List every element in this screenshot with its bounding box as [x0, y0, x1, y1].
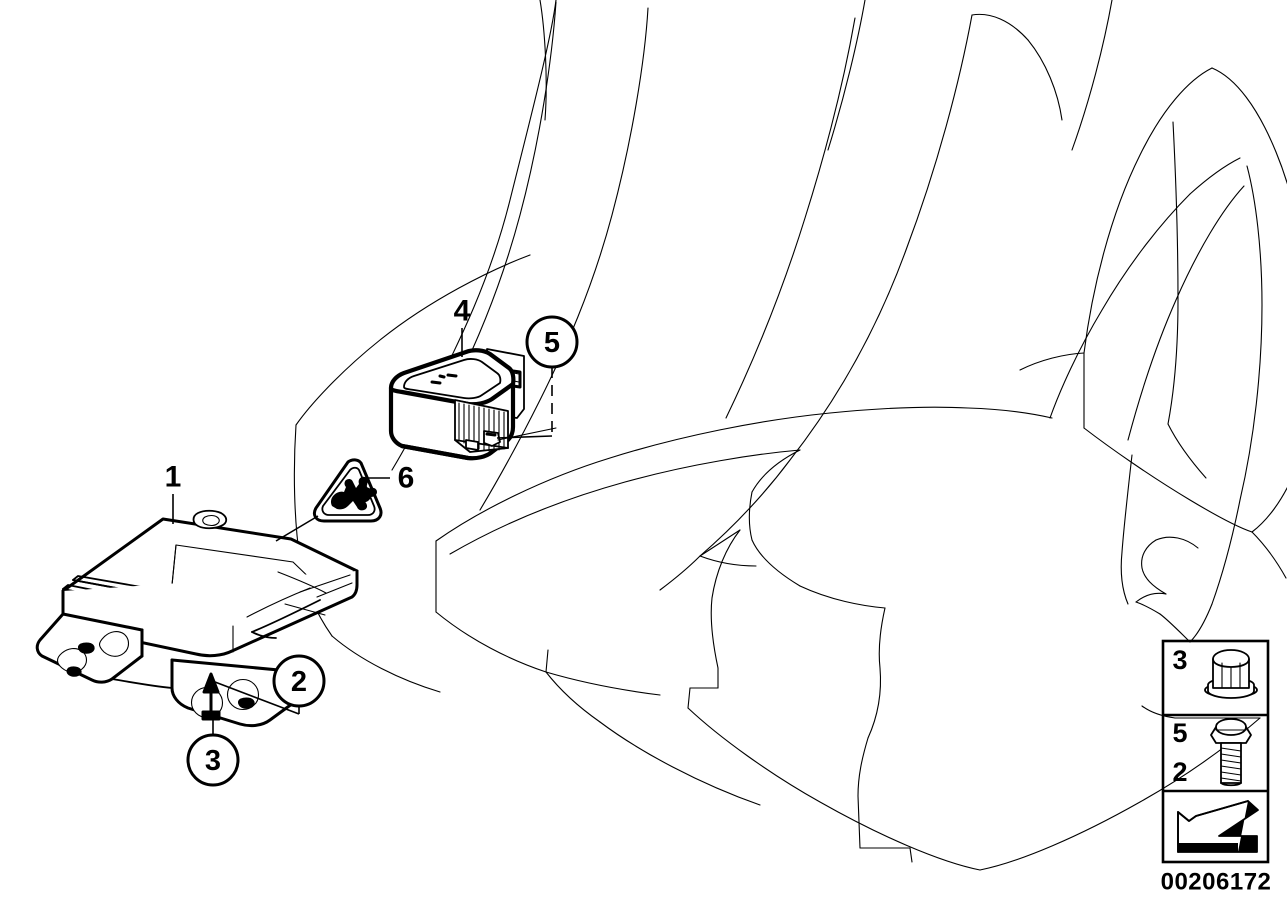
sleeve-nut-icon — [1204, 649, 1258, 699]
callout-1-label: 1 — [165, 461, 182, 494]
bent-arrow-icon — [1177, 800, 1259, 853]
callout-6-label: 6 — [398, 462, 415, 495]
drawing-number: 00206172 — [1161, 869, 1272, 896]
callout-3[interactable]: 3 — [186, 733, 240, 787]
vehicle-seat-outline — [293, 0, 1287, 871]
legend-label-2: 2 — [1172, 757, 1187, 787]
callout-6[interactable]: 6 — [398, 462, 415, 495]
hex-bolt-icon — [1210, 718, 1252, 787]
legend-label-5: 5 — [1172, 718, 1187, 748]
callout-2-label: 2 — [291, 666, 307, 698]
callout-5-label: 5 — [544, 327, 560, 359]
legend-cell-sleeve-nut: 3 — [1172, 645, 1258, 699]
legend-label-3: 3 — [1172, 645, 1187, 675]
legend-cell-hex-bolt: 5 2 — [1172, 718, 1252, 787]
callout-4[interactable]: 4 — [454, 295, 471, 328]
callout-5[interactable]: 5 — [525, 315, 579, 369]
callout-4-label: 4 — [454, 295, 471, 328]
leader-lines — [172, 328, 557, 742]
hardware-legend-box: 3 5 2 — [1161, 639, 1272, 896]
satellite-crash-sensor — [388, 348, 525, 461]
hand-airbag-warning-icon — [330, 476, 377, 511]
callout-2[interactable]: 2 — [272, 654, 326, 708]
callout-1[interactable]: 1 — [165, 461, 182, 494]
airbag-warning-triangle — [312, 458, 383, 523]
legend-cell-arrow — [1177, 800, 1259, 853]
callout-3-label: 3 — [205, 745, 221, 777]
